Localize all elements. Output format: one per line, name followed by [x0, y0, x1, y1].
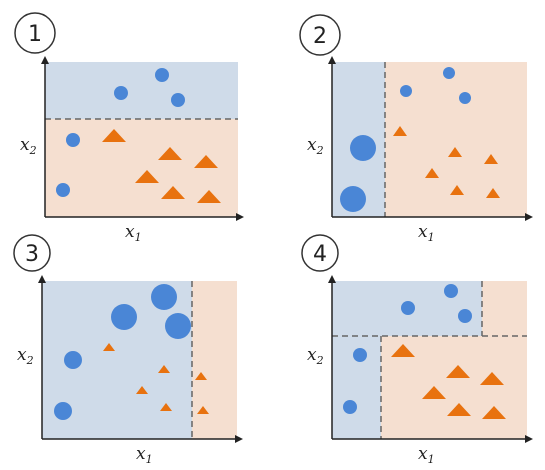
- badge-circle: [13, 234, 51, 272]
- orange-region: [482, 281, 527, 336]
- circle-marker-icon: [165, 313, 191, 339]
- panel-2-diagram: 2 x1 x2: [299, 14, 533, 244]
- triangle-marker-icon: [135, 170, 159, 183]
- circle-marker-icon: [340, 186, 366, 212]
- circle-marker-icon: [111, 304, 137, 330]
- triangle-marker-icon: [486, 188, 500, 198]
- triangle-marker-icon: [482, 406, 506, 419]
- y-axis-arrow-icon: [38, 275, 46, 283]
- x-axis-label: x1: [418, 222, 435, 244]
- x-axis-arrow-icon: [525, 213, 533, 221]
- triangle-marker-icon: [158, 147, 182, 160]
- badge-circle: [301, 234, 339, 272]
- x-axis-arrow-icon: [235, 435, 243, 443]
- panel-badge: 2: [313, 24, 327, 49]
- panel-3: 3 x1 x2: [0, 234, 272, 470]
- triangle-marker-icon: [450, 185, 464, 195]
- circle-marker-icon: [459, 92, 471, 104]
- circle-marker-icon: [444, 284, 458, 298]
- triangle-marker-icon: [102, 129, 126, 142]
- badge-circle: [14, 12, 56, 54]
- triangle-marker-icon: [136, 386, 148, 394]
- x-axis-arrow-icon: [525, 435, 533, 443]
- triangle-marker-icon: [391, 344, 415, 357]
- triangle-marker-icon: [195, 372, 207, 380]
- y-axis-label: x2: [17, 345, 34, 367]
- circle-marker-icon: [400, 85, 412, 97]
- panel-1: 1 x1 x2: [0, 0, 272, 244]
- circle-marker-icon: [114, 86, 128, 100]
- circle-marker-icon: [353, 348, 367, 362]
- circle-marker-icon: [56, 183, 70, 197]
- circle-marker-icon: [343, 400, 357, 414]
- x-axis-label: x1: [125, 222, 142, 244]
- orange-region: [192, 281, 237, 439]
- panel-4: 4 x1 x2: [272, 234, 544, 470]
- triangle-marker-icon: [484, 154, 498, 164]
- panel-3-diagram: 3 x1 x2: [13, 234, 243, 466]
- circle-marker-icon: [64, 351, 82, 369]
- triangle-marker-icon: [161, 186, 185, 199]
- circle-marker-icon: [155, 68, 169, 82]
- triangle-marker-icon: [160, 403, 172, 411]
- y-axis-arrow-icon: [328, 56, 336, 64]
- triangle-marker-icon: [447, 403, 471, 416]
- circle-marker-icon: [66, 133, 80, 147]
- y-axis-label: x2: [307, 345, 324, 367]
- circle-marker-icon: [443, 67, 455, 79]
- blue-region: [45, 62, 238, 119]
- panel-badge: 1: [28, 22, 42, 47]
- triangle-marker-icon: [194, 155, 218, 168]
- triangle-marker-icon: [425, 168, 439, 178]
- triangle-marker-icon: [446, 365, 470, 378]
- y-axis-label: x2: [307, 135, 324, 157]
- triangle-marker-icon: [448, 147, 462, 157]
- triangle-marker-icon: [158, 365, 170, 373]
- panel-badge: 3: [25, 242, 39, 267]
- circle-marker-icon: [151, 284, 177, 310]
- triangle-marker-icon: [422, 386, 446, 399]
- circle-marker-icon: [458, 309, 472, 323]
- triangle-marker-icon: [480, 372, 504, 385]
- triangle-marker-icon: [393, 126, 407, 136]
- x-axis-arrow-icon: [236, 213, 244, 221]
- circle-marker-icon: [350, 135, 376, 161]
- panel-2: 2 x1 x2: [272, 0, 544, 244]
- y-axis-label: x2: [20, 135, 37, 157]
- panel-1-diagram: 1 x1 x2: [14, 12, 244, 244]
- y-axis-arrow-icon: [41, 56, 49, 64]
- circle-marker-icon: [54, 402, 72, 420]
- y-axis-arrow-icon: [328, 275, 336, 283]
- x-axis-label: x1: [418, 444, 435, 466]
- triangle-marker-icon: [197, 190, 221, 203]
- panel-4-diagram: 4 x1 x2: [301, 234, 533, 466]
- panel-badge: 4: [313, 242, 327, 267]
- triangle-marker-icon: [103, 343, 115, 351]
- x-axis-label: x1: [136, 444, 153, 466]
- badge-circle: [299, 14, 341, 56]
- triangle-marker-icon: [197, 406, 209, 414]
- circle-marker-icon: [171, 93, 185, 107]
- circle-marker-icon: [401, 301, 415, 315]
